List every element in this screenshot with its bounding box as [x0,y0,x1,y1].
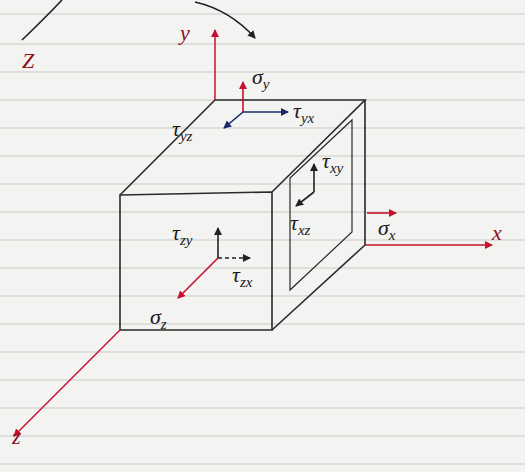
axis-label: Z [22,50,34,72]
stress-label: τyz [172,118,192,140]
stress-label: σy [252,66,270,88]
ruled-lines [0,14,525,464]
stress-label: τyx [293,100,314,122]
previous-sketch [22,0,255,40]
axis-label: z [12,426,21,448]
stress-label: τzy [172,222,192,244]
axes [14,30,492,436]
axis-label: y [180,22,190,44]
stress-label: τzx [232,264,252,286]
stress-arrows [178,82,396,298]
stress-label: τxy [322,150,343,172]
stress-label: τxz [290,212,310,234]
axis-label: x [492,222,502,244]
stress-label: σz [150,306,167,328]
cube [120,100,365,330]
stress-label: σx [378,217,396,239]
